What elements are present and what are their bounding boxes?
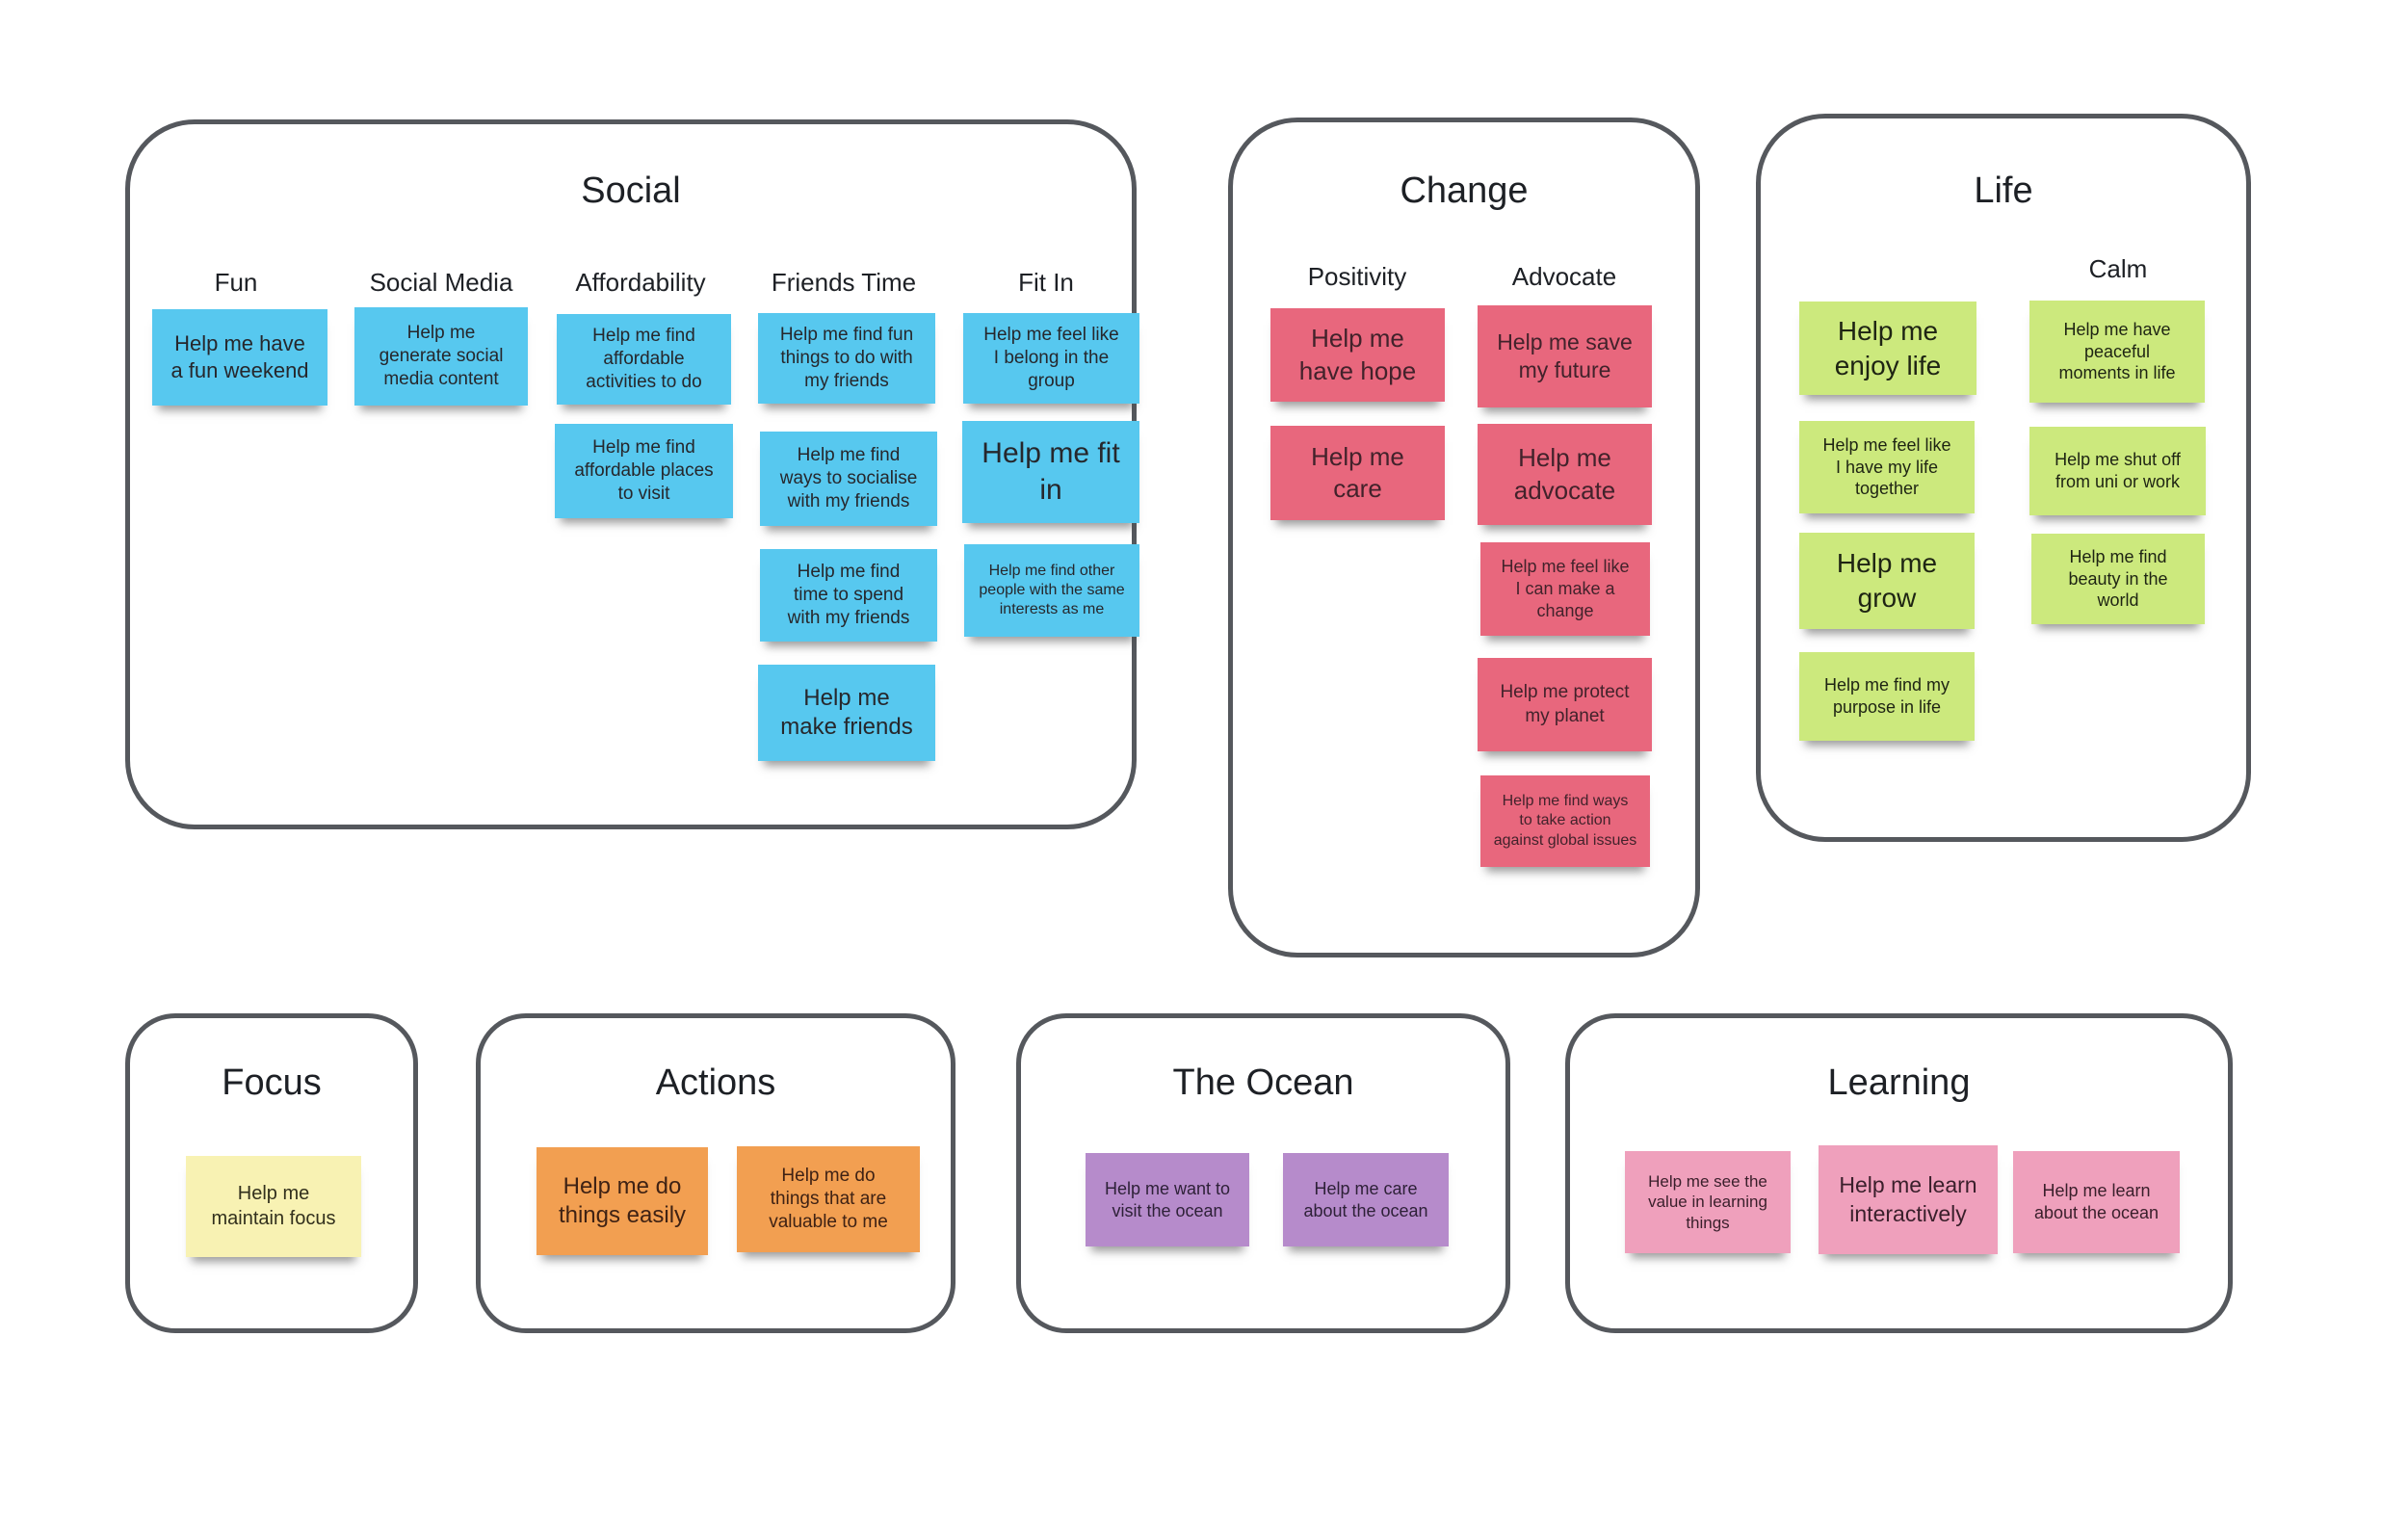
frame-actions[interactable]: Actions Help me do things easily Help me…: [476, 1013, 955, 1333]
column-label-advocate: Advocate: [1511, 262, 1617, 291]
sticky-note[interactable]: Help me care: [1270, 426, 1445, 520]
sticky-note[interactable]: Help me have hope: [1270, 308, 1445, 402]
column-label-affordability: Affordability: [575, 268, 706, 297]
frame-change[interactable]: Change Positivity Advocate Help me have …: [1228, 118, 1700, 957]
sticky-note[interactable]: Help me find beauty in the world: [2031, 534, 2205, 624]
sticky-note[interactable]: Help me do things that are valuable to m…: [737, 1146, 920, 1252]
sticky-note[interactable]: Help me protect my planet: [1478, 658, 1652, 751]
column-label-fit-in: Fit In: [1018, 268, 1074, 297]
frame-actions-title: Actions: [655, 1062, 776, 1103]
sticky-note[interactable]: Help me do things easily: [537, 1147, 708, 1255]
sticky-note[interactable]: Help me feel like I belong in the group: [963, 313, 1139, 404]
frame-learning-title: Learning: [1827, 1062, 1971, 1103]
sticky-note[interactable]: Help me feel like I have my life togethe…: [1799, 421, 1975, 513]
column-label-friends-time: Friends Time: [771, 268, 917, 297]
frame-focus-title: Focus: [222, 1062, 322, 1103]
sticky-note[interactable]: Help me find ways to take action against…: [1480, 775, 1650, 867]
sticky-note[interactable]: Help me maintain focus: [186, 1156, 361, 1257]
sticky-note[interactable]: Help me have a fun weekend: [152, 309, 327, 406]
sticky-note[interactable]: Help me make friends: [758, 665, 935, 761]
sticky-note[interactable]: Help me find affordable places to visit: [555, 424, 733, 518]
frame-learning[interactable]: Learning Help me see the value in learni…: [1565, 1013, 2233, 1333]
column-label-social-media: Social Media: [369, 268, 513, 297]
sticky-note[interactable]: Help me generate social media content: [354, 307, 528, 406]
frame-social-title: Social: [581, 170, 681, 211]
sticky-note[interactable]: Help me advocate: [1478, 424, 1652, 525]
sticky-note[interactable]: Help me find my purpose in life: [1799, 652, 1975, 741]
sticky-note[interactable]: Help me want to visit the ocean: [1086, 1153, 1249, 1246]
sticky-note[interactable]: Help me grow: [1799, 533, 1975, 629]
frame-life-title: Life: [1974, 170, 2033, 211]
sticky-note[interactable]: Help me learn interactively: [1819, 1145, 1998, 1254]
sticky-note[interactable]: Help me save my future: [1478, 305, 1652, 407]
sticky-note[interactable]: Help me shut off from uni or work: [2029, 427, 2206, 515]
column-label-positivity: Positivity: [1307, 262, 1407, 291]
sticky-note[interactable]: Help me find fun things to do with my fr…: [758, 313, 935, 404]
column-label-fun: Fun: [214, 268, 258, 297]
sticky-note[interactable]: Help me see the value in learning things: [1625, 1151, 1791, 1253]
column-label-calm: Calm: [2088, 254, 2148, 283]
sticky-note[interactable]: Help me find other people with the same …: [964, 544, 1139, 637]
frame-the-ocean[interactable]: The Ocean Help me want to visit the ocea…: [1016, 1013, 1510, 1333]
frame-the-ocean-title: The Ocean: [1172, 1062, 1354, 1103]
sticky-note[interactable]: Help me find affordable activities to do: [557, 314, 731, 405]
sticky-note[interactable]: Help me have peaceful moments in life: [2029, 301, 2205, 403]
sticky-note[interactable]: Help me fit in: [962, 421, 1139, 523]
frame-social[interactable]: Social Fun Social Media Affordability Fr…: [125, 119, 1139, 829]
sticky-note[interactable]: Help me learn about the ocean: [2013, 1151, 2180, 1253]
sticky-note[interactable]: Help me find time to spend with my frien…: [760, 549, 937, 642]
sticky-note[interactable]: Help me find ways to socialise with my f…: [760, 432, 937, 526]
sticky-note[interactable]: Help me enjoy life: [1799, 302, 1976, 395]
frame-life[interactable]: Life Calm Help me enjoy life Help me fee…: [1756, 114, 2251, 842]
frame-change-title: Change: [1400, 170, 1529, 211]
sticky-note[interactable]: Help me feel like I can make a change: [1480, 542, 1650, 636]
frame-focus[interactable]: Focus Help me maintain focus: [125, 1013, 418, 1333]
sticky-note[interactable]: Help me care about the ocean: [1283, 1153, 1449, 1246]
